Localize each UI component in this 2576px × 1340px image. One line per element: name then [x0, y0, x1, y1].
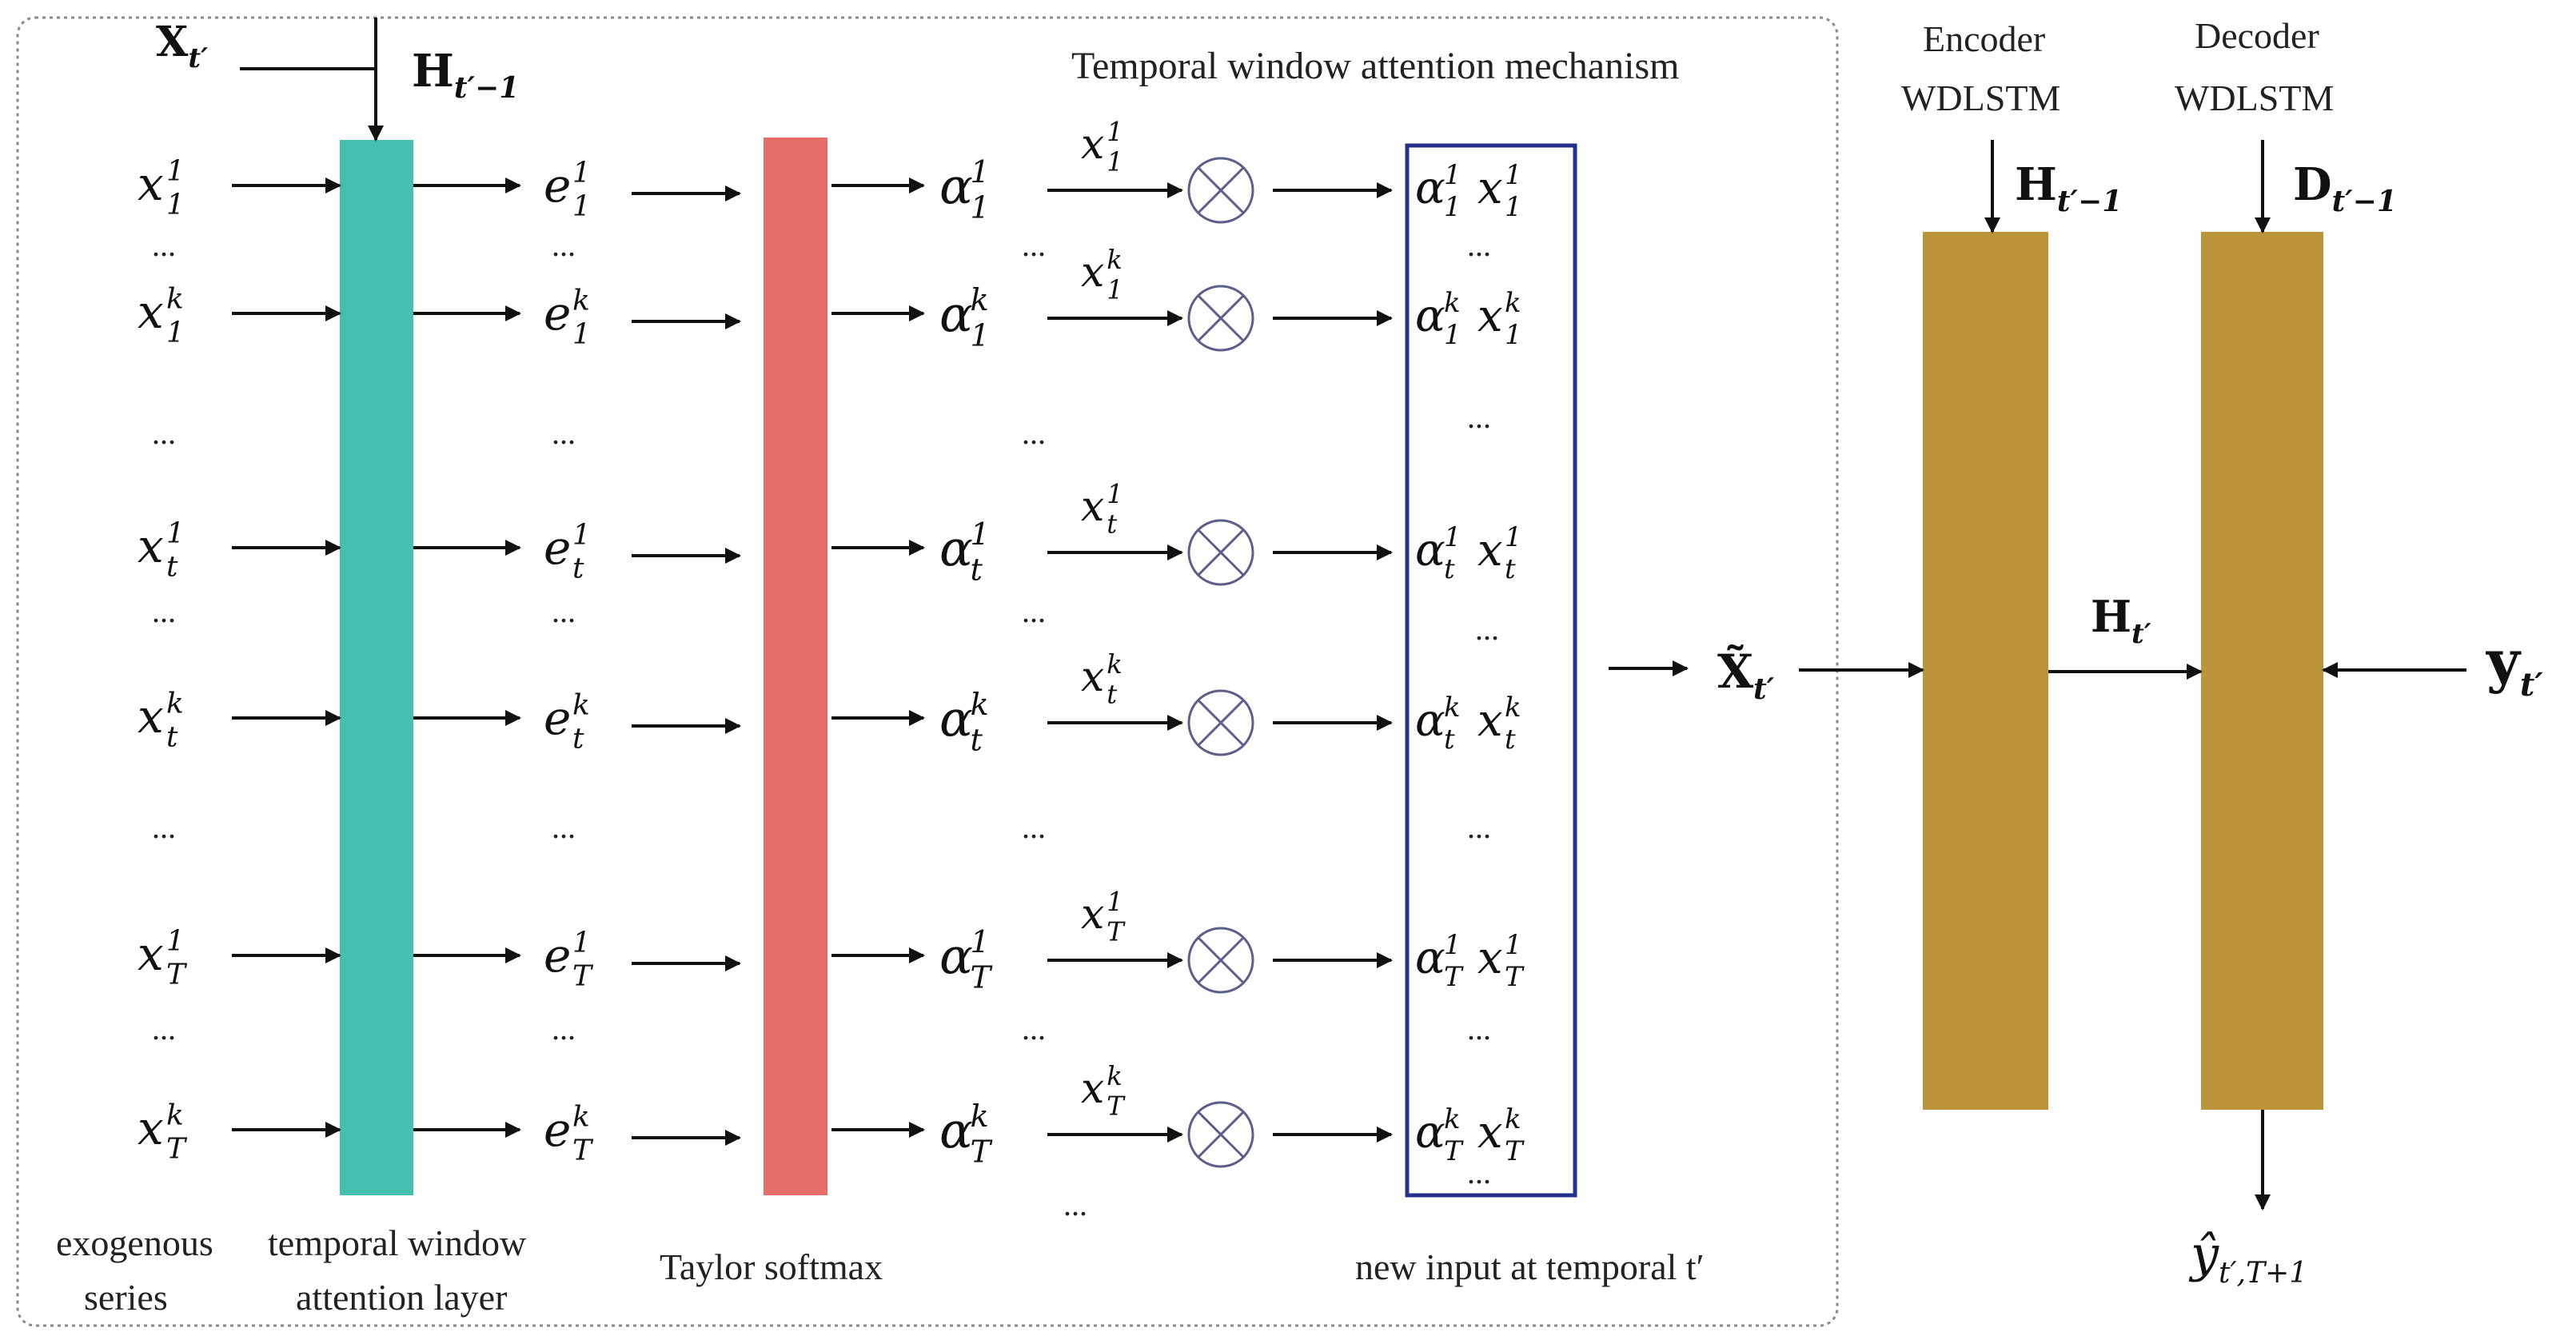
- new-input-box: [1405, 143, 1577, 1198]
- target-input-label: yt′: [2486, 627, 2543, 704]
- ellipsis-15: ...: [1063, 1186, 1087, 1222]
- ellipsis-1: ...: [152, 415, 176, 451]
- ellipsis-19: ...: [1467, 809, 1491, 845]
- ellipsis-14: ...: [1022, 1011, 1046, 1047]
- exogenous-caption-line1: exogenous: [56, 1222, 213, 1263]
- ellipsis-13: ...: [1022, 809, 1046, 845]
- ellipsis-17: ...: [1467, 399, 1491, 435]
- ellipsis-layer: ........................................…: [152, 227, 1499, 1222]
- ellipsis-10: ...: [1022, 227, 1046, 263]
- exogenous-caption-line2: series: [84, 1277, 168, 1318]
- ellipsis-9: ...: [552, 1011, 576, 1047]
- encoder-hidden-label: Ht′−1: [2015, 158, 2122, 218]
- hidden-prev-label: Ht′−1: [412, 45, 519, 105]
- ellipsis-21: ...: [1467, 1155, 1491, 1190]
- ellipsis-0: ...: [152, 227, 176, 263]
- ellipsis-7: ...: [552, 593, 576, 629]
- ellipsis-4: ...: [152, 1011, 176, 1047]
- multiply-cross-b-1: [1197, 294, 1245, 342]
- decoder-caption-line1: Decoder: [2195, 15, 2319, 56]
- softmax-caption: Taylor softmax: [660, 1246, 883, 1287]
- ellipsis-16: ...: [1467, 227, 1491, 263]
- ellipsis-5: ...: [552, 227, 576, 263]
- ellipsis-8: ...: [552, 809, 576, 845]
- x-tilde-label: X̃t′: [1717, 644, 1775, 706]
- ellipsis-20: ...: [1467, 1011, 1491, 1047]
- prediction-label: ŷt′,T+1: [2188, 1225, 2307, 1290]
- new-input-caption: new input at temporal t′: [1355, 1246, 1705, 1287]
- ellipsis-3: ...: [152, 809, 176, 845]
- input-x-label: Xt′: [156, 18, 208, 74]
- encoder-caption-line1: Encoder: [1923, 18, 2045, 59]
- multiply-cross-b-2: [1197, 528, 1245, 576]
- multiply-cross-b-3: [1197, 699, 1245, 747]
- decoder-wdlstm-block: [2201, 232, 2323, 1110]
- mechanism-caption: Temporal window attention mechanism: [1071, 45, 1679, 87]
- layer-caption-line1: temporal window: [268, 1222, 527, 1263]
- temporal-window-attention-layer: [340, 140, 413, 1195]
- encoder-wdlstm-block: [1923, 232, 2048, 1110]
- ellipsis-12: ...: [1022, 593, 1046, 629]
- multiply-cross-b-0: [1197, 166, 1245, 214]
- ellipsis-6: ...: [552, 415, 576, 451]
- decoder-caption-line2: WDLSTM: [2175, 78, 2334, 118]
- ellipsis-11: ...: [1022, 415, 1046, 451]
- encoder-output-label: Ht′: [2091, 591, 2151, 650]
- decoder-state-label: Dt′−1: [2293, 158, 2397, 218]
- multiply-cross-b-5: [1197, 1111, 1245, 1159]
- ellipsis-2: ...: [152, 593, 176, 629]
- multiply-cross-b-4: [1197, 936, 1245, 984]
- ellipsis-18: ...: [1475, 611, 1499, 647]
- taylor-softmax-layer: [764, 138, 827, 1195]
- encoder-caption-line2: WDLSTM: [1901, 78, 2060, 118]
- layer-caption-line2: attention layer: [296, 1277, 507, 1318]
